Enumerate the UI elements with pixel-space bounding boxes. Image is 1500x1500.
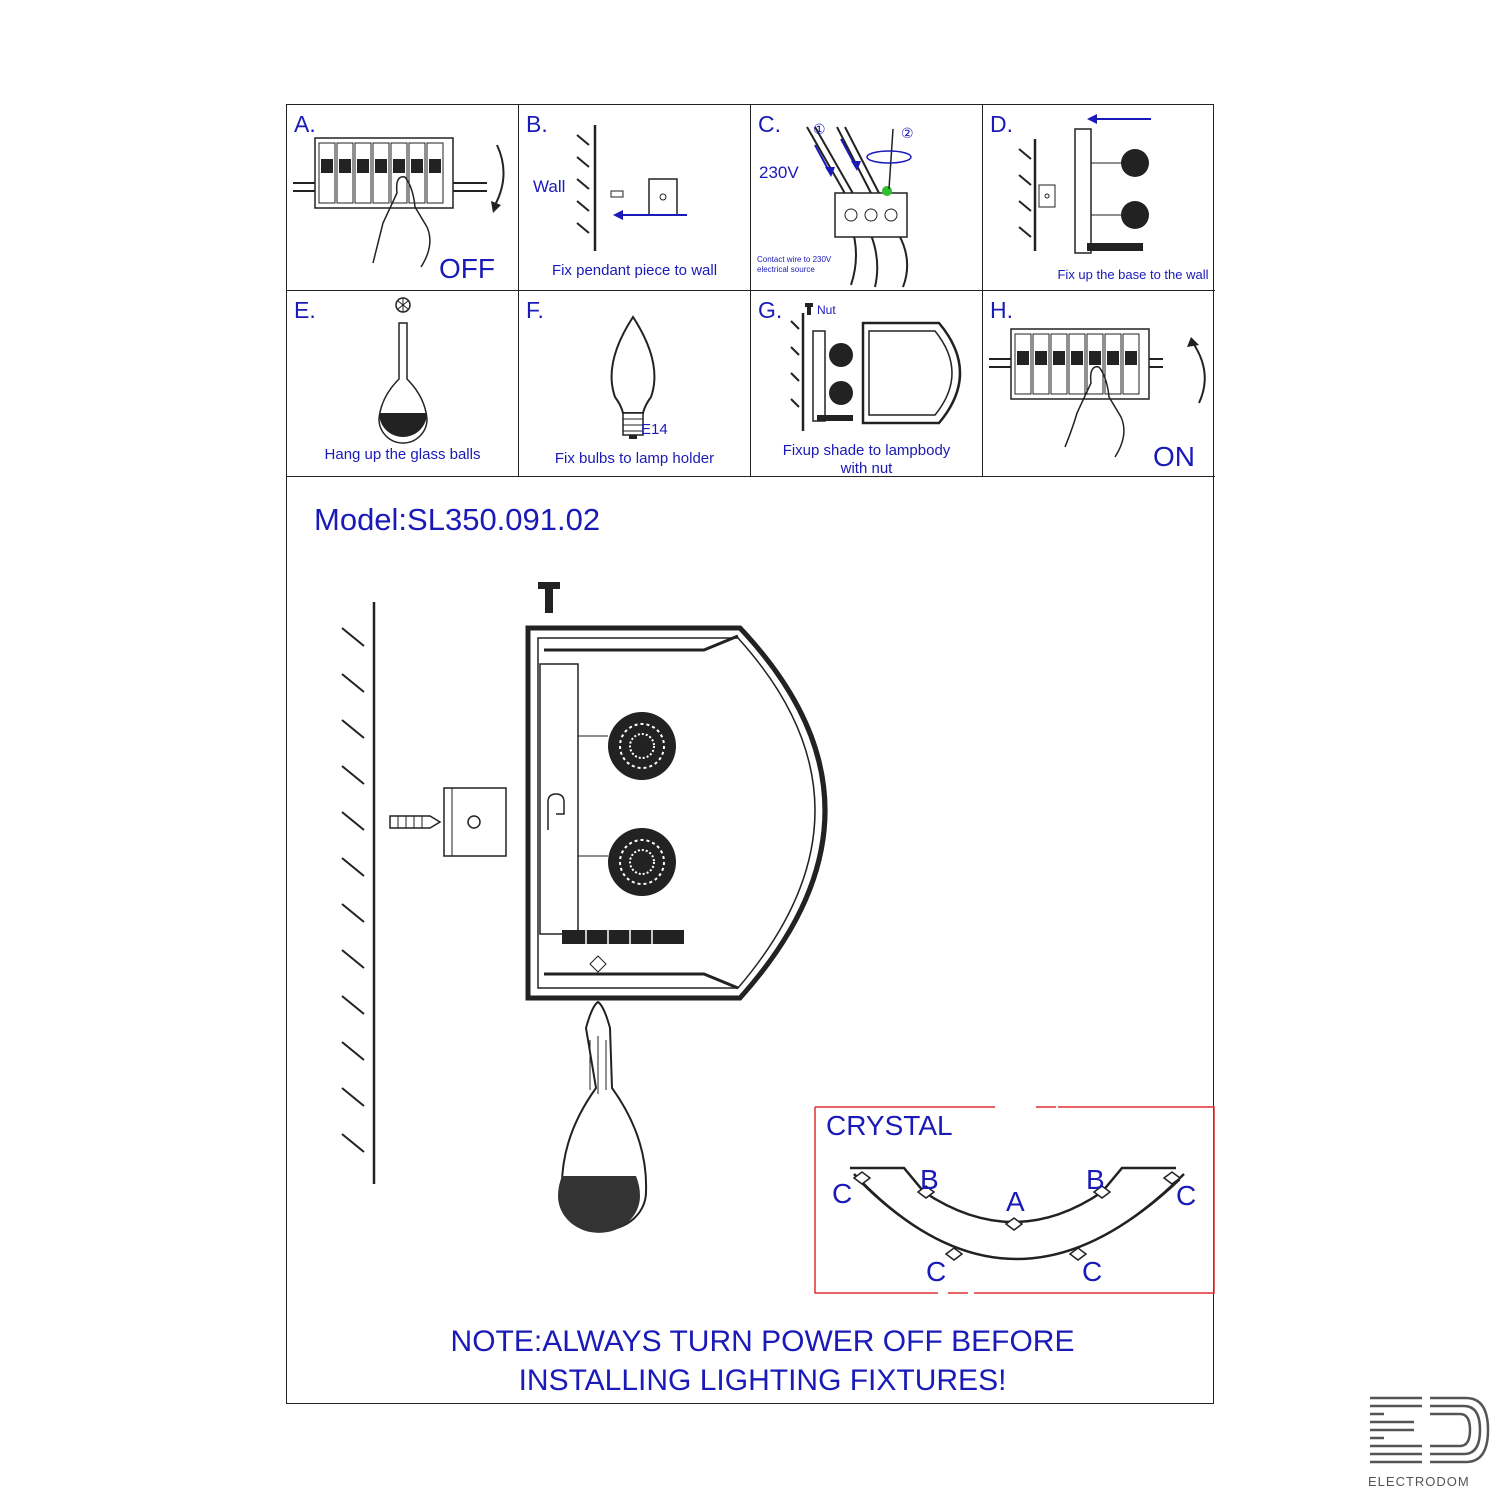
socket-label: E14	[641, 421, 668, 438]
step-f-letter: F.	[526, 297, 544, 323]
step-d-caption: Fix up the base to the wall	[1057, 267, 1209, 282]
step-g-caption-line1: Fixup shade to lampbody	[782, 442, 951, 459]
step-g-caption-line2: with nut	[840, 460, 893, 477]
crystal-label-b-right: B	[1086, 1164, 1105, 1195]
step-g-letter: G.	[758, 297, 783, 323]
safety-note: NOTE:ALWAYS TURN POWER OFF BEFORE INSTAL…	[286, 1322, 1239, 1400]
mark-1: ①	[813, 121, 826, 137]
wall-label: Wall	[533, 177, 566, 196]
step-b-letter: B.	[526, 111, 548, 137]
mounting-bracket	[443, 787, 507, 857]
crystal-bar	[562, 930, 684, 944]
model-number: Model:SL350.091.02	[314, 502, 601, 537]
breaker-off-illustration	[293, 137, 505, 268]
base-to-wall-illustration	[1018, 114, 1151, 254]
step-h-panel: H. ON	[983, 291, 1215, 477]
step-e-letter: E.	[294, 297, 316, 323]
crystal-label-c-left: C	[832, 1178, 853, 1209]
safety-note-line2: INSTALLING LIGHTING FIXTURES!	[518, 1364, 1007, 1397]
safety-note-line1: NOTE:ALWAYS TURN POWER OFF BEFORE	[450, 1325, 1075, 1358]
e14-bulb-illustration	[610, 315, 656, 439]
off-label: OFF	[439, 253, 495, 284]
brand-name: ELECTRODOM	[1368, 1474, 1470, 1489]
bulb-upper	[608, 712, 676, 780]
step-b-caption: Fix pendant piece to wall	[551, 262, 718, 279]
nut-label: Nut	[817, 303, 836, 317]
nut-top	[538, 582, 560, 589]
glass-ball-illustration	[378, 297, 428, 444]
shade-outer	[525, 625, 828, 1001]
wall-hatching	[341, 627, 365, 1153]
crystal-label-c-bottom-left: C	[926, 1256, 947, 1287]
step-c-caption: Contact wire to 230V electrical source	[757, 255, 832, 274]
step-e-caption: Hang up the glass balls	[324, 446, 481, 463]
lamp-base	[539, 663, 579, 935]
crystal-detail-box	[814, 1106, 1215, 1294]
instruction-sheet: A. OFF B. Wall Fix pendant piece to wall	[286, 104, 1215, 1404]
step-a-panel: A. OFF	[287, 105, 519, 291]
main-assembly-diagram	[341, 582, 828, 1233]
crystal-title: CRYSTAL	[826, 1110, 953, 1141]
crystal-label-c-right: C	[1176, 1180, 1197, 1211]
step-d-panel: D. Fix up the base to the wall	[983, 105, 1215, 291]
step-c-letter: C.	[758, 111, 781, 137]
voltage-label: 230V	[759, 163, 799, 182]
electrodom-logo-icon	[1370, 1396, 1490, 1464]
step-e-panel: E. Hang up the glass balls	[287, 291, 519, 477]
pendant-to-wall-illustration	[576, 125, 687, 251]
crystal-label-c-bottom-right: C	[1082, 1256, 1103, 1287]
step-b-panel: B. Wall Fix pendant piece to wall	[519, 105, 751, 291]
step-c-panel: C. ① ② 230V Contact wire to 230V electri…	[751, 105, 983, 291]
step-a-letter: A.	[294, 111, 316, 137]
crystal-label-b-left: B	[920, 1164, 939, 1195]
mark-2: ②	[901, 125, 914, 141]
wiring-illustration	[806, 126, 912, 288]
bulb-lower	[608, 828, 676, 896]
shade-to-body-illustration	[790, 303, 962, 431]
wall-anchor	[389, 815, 442, 829]
step-f-caption: Fix bulbs to lamp holder	[554, 450, 715, 467]
step-d-letter: D.	[990, 111, 1013, 137]
breaker-on-illustration	[989, 328, 1206, 458]
step-g-panel: G. Nut Fixup shade to lampbody with nut	[751, 291, 983, 477]
on-label: ON	[1153, 441, 1195, 472]
step-f-panel: F. E14 Fix bulbs to lamp holder	[519, 291, 751, 477]
step-h-letter: H.	[990, 297, 1013, 323]
crystal-label-a: A	[1006, 1186, 1025, 1217]
